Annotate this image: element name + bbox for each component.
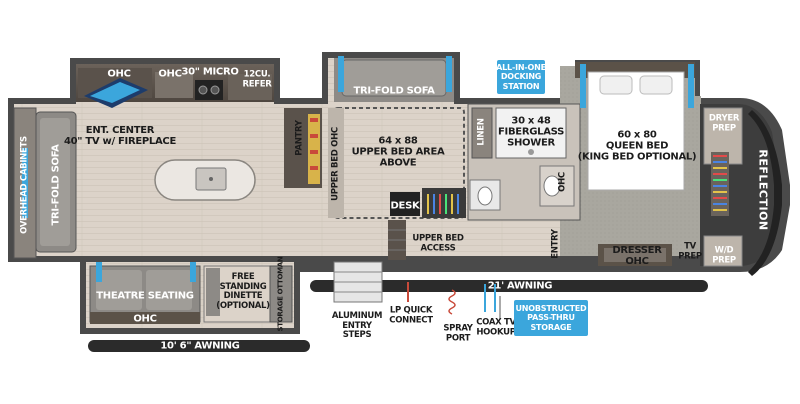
awning-left-label: 10' 6" AWNING — [160, 340, 240, 352]
bathroom — [467, 103, 581, 221]
microwave-label: 30" MICRO — [181, 66, 239, 78]
overhead-cabinets-label: OVERHEAD CABINETS — [19, 136, 30, 234]
entertainment-center-label: ENT. CENTER 40" TV w/ FIREPLACE — [63, 125, 177, 147]
dinette-label: FREE STANDING DINETTE (OPTIONAL) — [216, 272, 270, 311]
awning-right — [310, 280, 708, 292]
trifold-sofa-top-label: TRI-FOLD SOFA — [353, 85, 435, 97]
upper-bed-access-label: UPPER BED ACCESS — [412, 233, 464, 253]
pantry — [284, 108, 322, 188]
kitchen-slideout — [76, 64, 274, 108]
awning-left — [88, 340, 310, 352]
pantry-label: PANTRY — [294, 120, 305, 156]
awning-right-label: 21' AWNING — [487, 280, 553, 292]
refrigerator-label: 12CU. REFER — [242, 69, 272, 89]
shower-label: 30 x 48 FIBERGLASS SHOWER — [498, 115, 564, 149]
dryer-prep-label: DRYER PREP — [708, 113, 740, 133]
hookup-markers — [407, 282, 501, 320]
desk-label: DESK — [390, 200, 420, 212]
trifold-sofa-left-label: TRI-FOLD SOFA — [50, 144, 62, 226]
wd-prep-label: W/D PREP — [712, 245, 736, 265]
lp-connect-label: LP QUICK CONNECT — [389, 305, 433, 325]
entry-steps-label: ALUMINUM ENTRY STEPS — [331, 310, 383, 340]
docking-station-badge: ALL-IN-ONE DOCKING STATION — [496, 60, 546, 94]
theatre-seating-label: THEATRE SEATING — [96, 290, 194, 302]
upper-bed-area-label: 64 x 88 UPPER BED AREA ABOVE — [351, 135, 445, 169]
entry-steps — [333, 261, 383, 303]
ohc-left-label: OHC — [107, 68, 131, 80]
spray-port-label: SPRAY PORT — [443, 323, 473, 343]
queen-bed — [575, 62, 695, 266]
kitchen-island — [154, 159, 256, 201]
queen-bed-label: 60 x 80 QUEEN BED (KING BED OPTIONAL) — [577, 129, 697, 163]
bath-ohc-label: OHC — [557, 172, 568, 192]
upper-bed-ohc-label: UPPER BED OHC — [330, 127, 341, 201]
ohc-mid-label: OHC — [158, 68, 182, 80]
bottom-slideout — [80, 262, 300, 334]
theatre-ohc-label: OHC — [133, 313, 157, 325]
storage-ottoman-label: STORAGE OTTOMAN — [276, 256, 285, 332]
upper-bed-area — [328, 56, 466, 260]
left-sofa-area — [13, 107, 77, 259]
brand-logo: REFLECTION — [756, 149, 770, 231]
dresser-label: DRESSER OHC — [612, 245, 662, 267]
linen-label: LINEN — [476, 118, 487, 146]
tv-prep-label: TV PREP — [678, 241, 702, 261]
pass-thru-storage-badge: UNOBSTRUCTED PASS-THRU STORAGE — [514, 300, 588, 336]
entry-label: ENTRY — [550, 229, 561, 259]
coax-tv-label: COAX TV HOOKUP — [476, 317, 516, 337]
